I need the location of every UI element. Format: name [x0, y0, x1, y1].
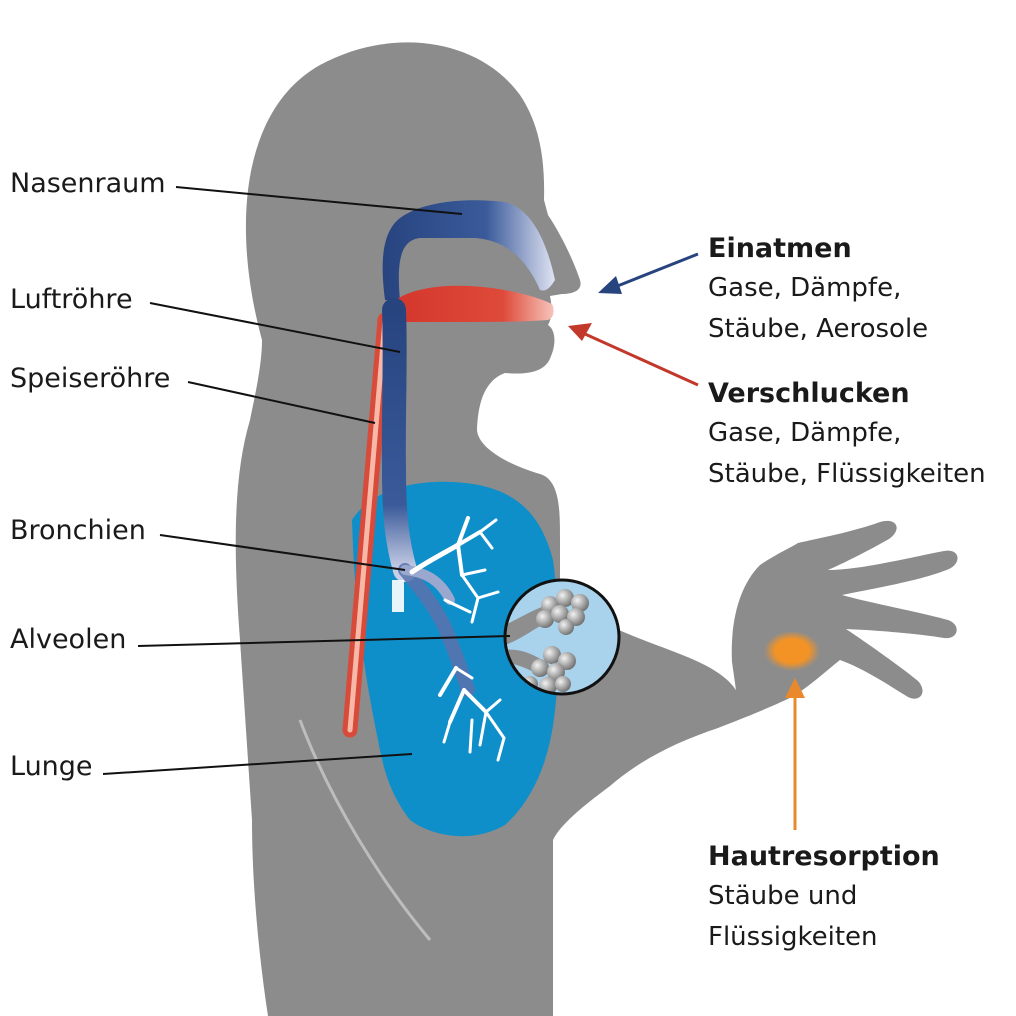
- route-hautresorption-title: Hautresorption: [708, 841, 940, 872]
- ingestion-arrow: [568, 323, 699, 387]
- route-verschlucken-line2: Stäube, Flüssigkeiten: [708, 459, 986, 489]
- label-alveolen: Alveolen: [10, 624, 127, 655]
- label-bronchien: Bronchien: [10, 515, 146, 546]
- mouth-cavity: [385, 285, 554, 323]
- route-verschlucken-title: Verschlucken: [708, 378, 910, 409]
- nasal-cavity: [382, 200, 555, 300]
- route-hautresorption: Hautresorption Stäube und Flüssigkeiten: [708, 838, 940, 958]
- leader-lines: [102, 186, 511, 775]
- leader-bronchien: [159, 534, 406, 571]
- label-speiseroehre: Speiseröhre: [10, 363, 171, 394]
- leader-alveolen: [137, 635, 511, 647]
- alveoli-magnifier: [503, 578, 621, 696]
- label-nasenraum: Nasenraum: [10, 168, 166, 199]
- arm-outline: [298, 719, 432, 941]
- route-einatmen-line2: Stäube, Aerosole: [708, 314, 929, 344]
- route-verschlucken: Verschlucken Gase, Dämpfe, Stäube, Flüss…: [708, 375, 986, 495]
- alveoli-cluster-upper: [536, 589, 589, 635]
- route-hautresorption-line2: Flüssigkeiten: [708, 922, 878, 952]
- leader-speiseroehre: [187, 381, 376, 424]
- trachea-tube: [381, 298, 417, 582]
- label-lunge: Lunge: [10, 751, 93, 782]
- leader-luftroehre: [149, 302, 401, 353]
- route-einatmen-title: Einatmen: [708, 233, 852, 264]
- route-hautresorption-line1: Stäube und: [708, 881, 858, 911]
- route-verschlucken-line1: Gase, Dämpfe,: [708, 418, 902, 448]
- bronchial-tree: [409, 516, 506, 762]
- label-luftroehre: Luftröhre: [10, 284, 133, 315]
- leader-nasenraum: [175, 186, 463, 215]
- skin-absorption-spot: [764, 631, 820, 671]
- inhalation-arrow: [598, 252, 699, 294]
- leader-lunge: [102, 753, 413, 775]
- route-einatmen: Einatmen Gase, Dämpfe, Stäube, Aerosole: [708, 230, 928, 350]
- skin-arrow: [785, 678, 805, 830]
- route-einatmen-line1: Gase, Dämpfe,: [708, 273, 902, 303]
